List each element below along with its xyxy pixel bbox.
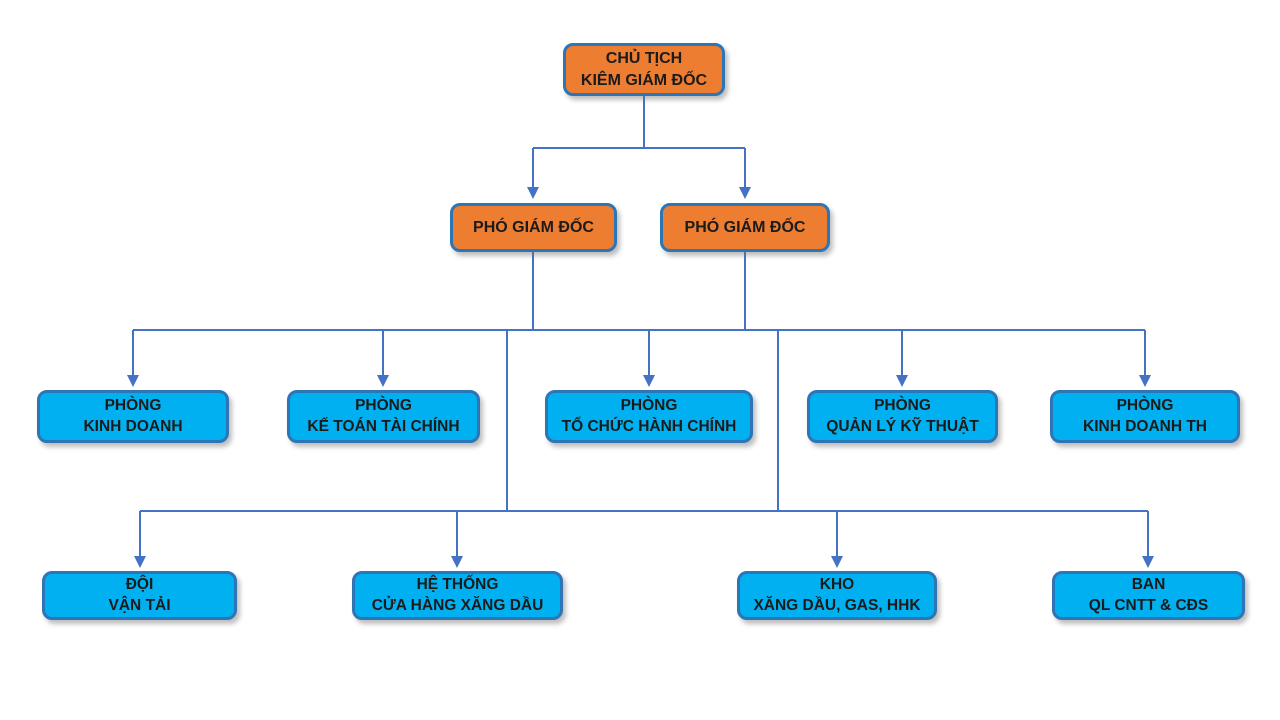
connector-group xyxy=(127,96,1154,568)
node-phong-quan-ly-ky-thuat: PHÒNG QUẢN LÝ KỸ THUẬT xyxy=(807,390,998,443)
node-label: XĂNG DẦU, GAS, HHK xyxy=(753,596,921,614)
node-label: CHỦ TỊCH xyxy=(605,50,683,68)
node-label: PHÓ GIÁM ĐỐC xyxy=(684,218,806,236)
node-phong-ke-toan-tai-chinh: PHÒNG KẾ TOÁN TÀI CHÍNH xyxy=(287,390,480,443)
node-label: KẾ TOÁN TÀI CHÍNH xyxy=(307,417,460,435)
connector-frame xyxy=(133,96,1148,512)
node-doi-van-tai: ĐỘI VẬN TẢI xyxy=(42,571,237,620)
node-label: PHÒNG xyxy=(620,397,678,415)
node-label: PHÓ GIÁM ĐỐC xyxy=(473,218,594,236)
node-label: KINH DOANH TH xyxy=(1083,417,1207,435)
node-label: KIÊM GIÁM ĐỐC xyxy=(580,71,708,89)
node-phong-to-chuc-hanh-chinh: PHÒNG TỔ CHỨC HÀNH CHÍNH xyxy=(545,390,753,443)
node-label: PHÒNG xyxy=(104,397,162,415)
node-label: CỬA HÀNG XĂNG DẦU xyxy=(371,596,544,614)
node-label: HỆ THỐNG xyxy=(416,576,499,594)
node-he-thong-cua-hang-xang-dau: HỆ THỐNG CỬA HÀNG XĂNG DẦU xyxy=(352,571,563,620)
node-label: PHÒNG xyxy=(874,397,931,415)
node-label: PHÒNG xyxy=(1116,397,1174,415)
node-pho-giam-doc-left: PHÓ GIÁM ĐỐC xyxy=(450,203,617,252)
node-phong-kinh-doanh: PHÒNG KINH DOANH xyxy=(37,390,229,443)
node-kho-xang-dau-gas-hhk: KHO XĂNG DẦU, GAS, HHK xyxy=(737,571,937,620)
node-label: QUẢN LÝ KỸ THUẬT xyxy=(826,417,979,435)
node-label: PHÒNG xyxy=(355,397,412,415)
node-label: TỔ CHỨC HÀNH CHÍNH xyxy=(561,417,737,435)
node-label: BAN xyxy=(1131,576,1166,594)
node-phong-kinh-doanh-th: PHÒNG KINH DOANH TH xyxy=(1050,390,1240,443)
node-chu-tich-kiem-giam-doc: CHỦ TỊCH KIÊM GIÁM ĐỐC xyxy=(563,43,725,96)
node-label: QL CNTT & CĐS xyxy=(1088,596,1209,614)
node-ban-ql-cntt-cds: BAN QL CNTT & CĐS xyxy=(1052,571,1245,620)
node-label: KINH DOANH xyxy=(83,417,183,435)
node-label: VẬN TẢI xyxy=(108,596,171,614)
node-label: ĐỘI xyxy=(125,576,154,594)
node-label: KHO xyxy=(819,576,855,594)
node-pho-giam-doc-right: PHÓ GIÁM ĐỐC xyxy=(660,203,830,252)
